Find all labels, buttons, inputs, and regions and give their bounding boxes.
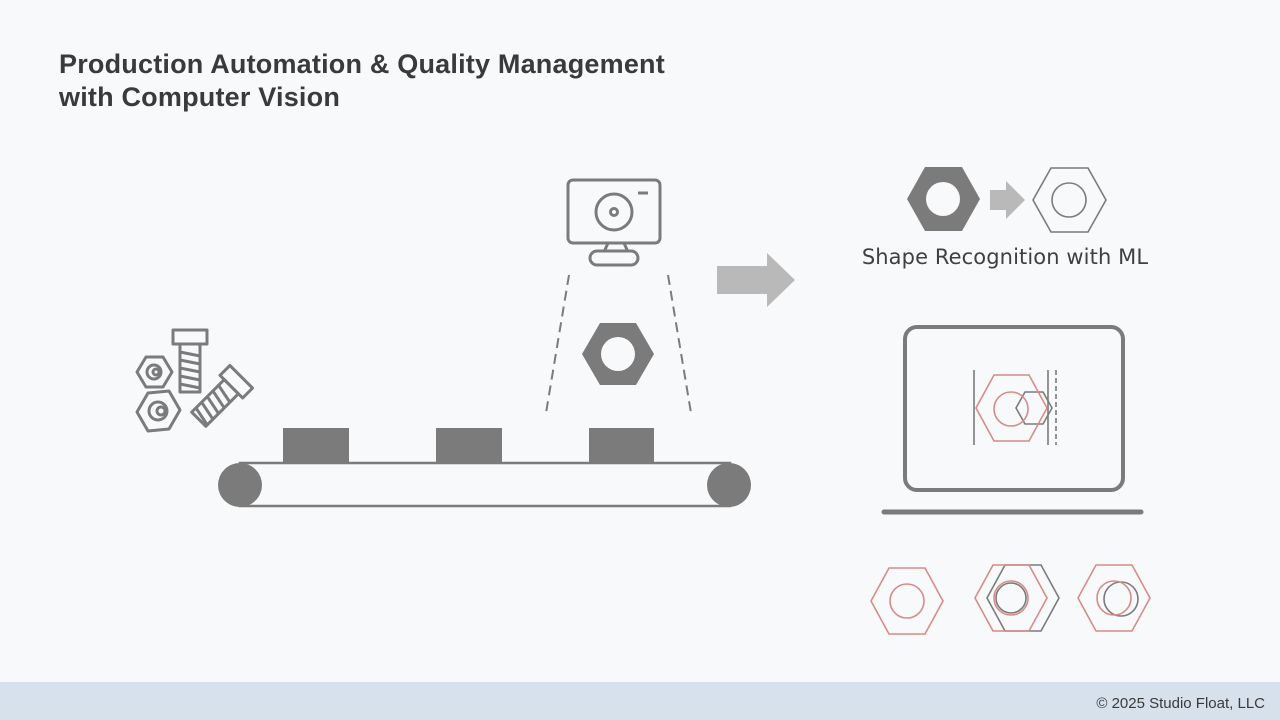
defect-sample-1: [870, 567, 944, 635]
defect-sample-icon: [870, 564, 1151, 635]
small-nut-icon: [135, 355, 174, 389]
laptop-scan-icon: [973, 370, 1057, 445]
slide-title: Production Automation & Quality Manageme…: [59, 48, 665, 114]
belt-roller-right: [707, 463, 751, 507]
belt-item: [589, 428, 654, 463]
defect-sample-2: [974, 564, 1060, 632]
bolt-diagonal-icon: [190, 363, 255, 428]
outline-nut-icon: [1032, 167, 1107, 233]
hex-nut-icon: [582, 323, 654, 385]
title-line-2: with Computer Vision: [59, 82, 341, 112]
camera-field-of-view: [545, 274, 692, 414]
laptop-icon: [881, 325, 1144, 515]
solid-nut-icon: [907, 167, 980, 231]
process-arrow-icon: [717, 253, 795, 307]
camera-monitor-icon: [566, 178, 662, 267]
belt-item: [283, 428, 349, 463]
small-arrow-icon: [990, 181, 1025, 219]
footer-bar: © 2025 Studio Float, LLC: [0, 682, 1280, 720]
large-nut-icon: [135, 389, 182, 433]
defect-sample-3: [1077, 564, 1151, 632]
title-line-1: Production Automation & Quality Manageme…: [59, 49, 665, 79]
parts-pile-icon: [135, 328, 255, 433]
belt-roller-left: [218, 463, 262, 507]
bolt-vertical-icon: [171, 328, 209, 394]
conveyor-belt-icon: [218, 428, 751, 508]
shape-recognition-caption: Shape Recognition with ML: [861, 245, 1149, 269]
copyright-text: © 2025 Studio Float, LLC: [1096, 695, 1265, 712]
belt-item: [436, 428, 502, 463]
